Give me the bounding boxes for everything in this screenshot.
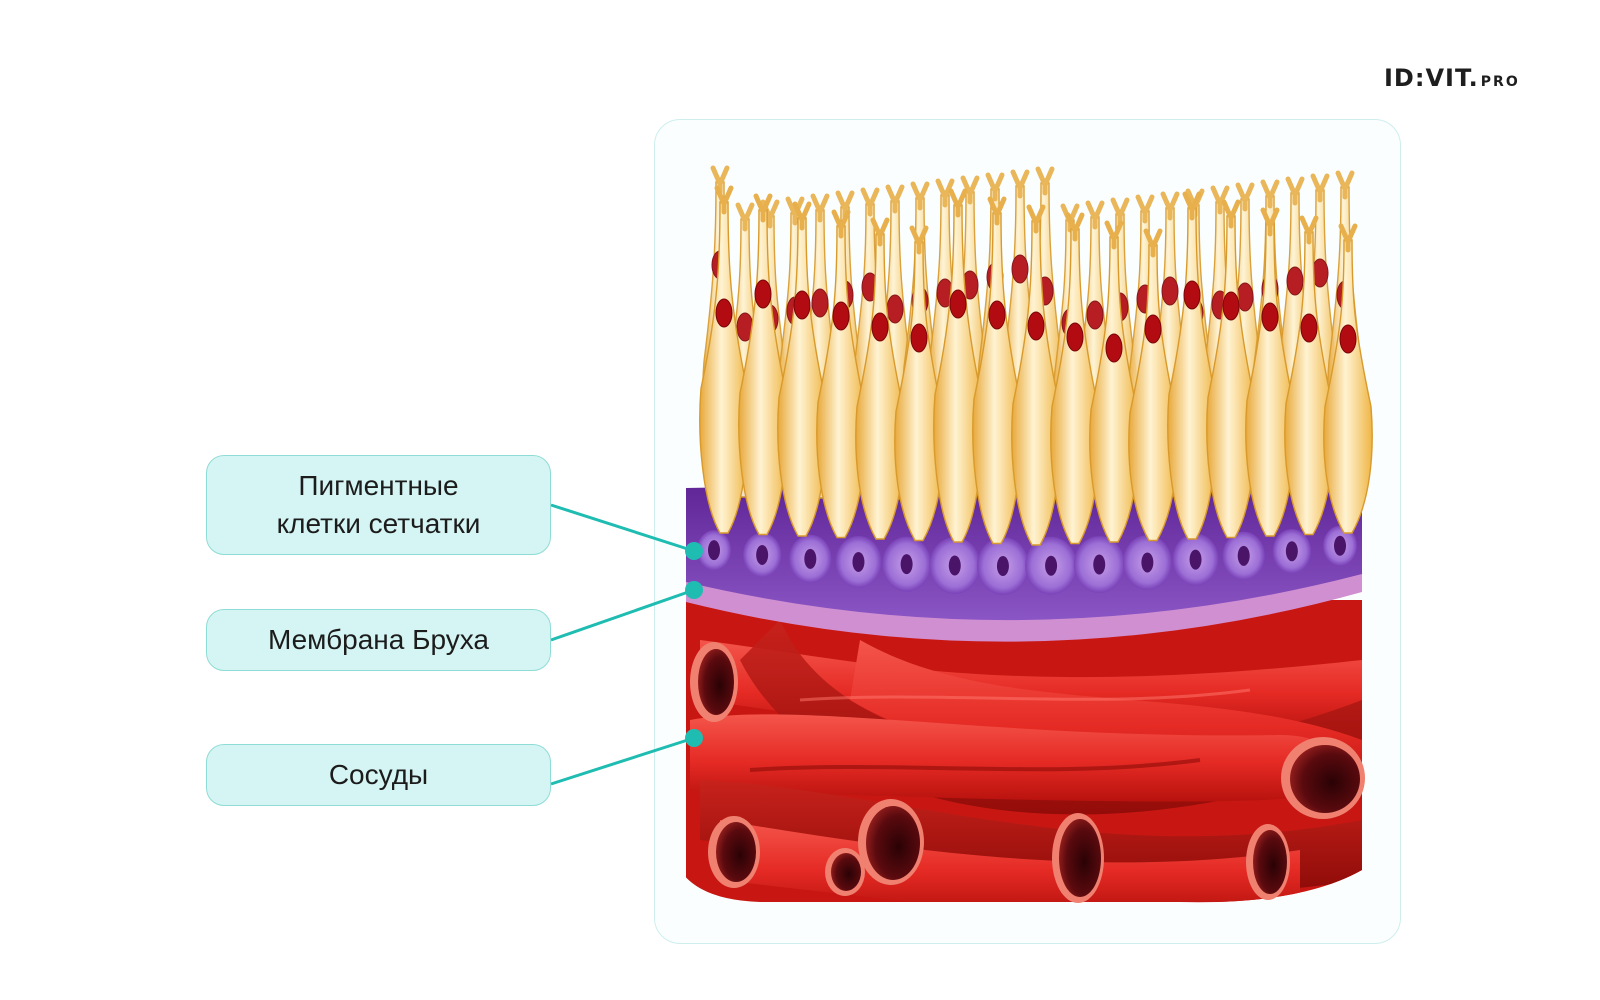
photoreceptor-cell <box>777 201 827 537</box>
photoreceptor-cell <box>855 217 905 540</box>
epithelial-cell <box>1073 536 1125 593</box>
photoreceptor-cell <box>1284 215 1334 536</box>
epithelial-cell <box>1222 531 1265 581</box>
photoreceptor-cell <box>699 185 749 534</box>
vessel-opening <box>825 848 865 896</box>
logo-main-text: ID:VIT. <box>1384 64 1479 92</box>
photoreceptor-cell <box>1245 207 1295 537</box>
epithelial-cell <box>1172 533 1219 586</box>
label-pigment-cells-text: Пигментные клетки сетчатки <box>276 470 481 539</box>
photoreceptor-cell <box>1089 220 1139 543</box>
logo-sub-text: PRO <box>1480 74 1520 90</box>
epithelial-cell <box>976 537 1029 595</box>
label-vessels: Сосуды <box>206 744 551 806</box>
epithelial-cell <box>882 536 932 592</box>
vessel-opening <box>858 799 924 885</box>
vessel-opening <box>690 642 738 722</box>
leader-line-bruch <box>550 588 695 642</box>
idvit-logo: ID:VIT.PRO <box>1384 64 1520 92</box>
epithelial-cell <box>1272 529 1312 574</box>
leader-lines <box>550 503 703 786</box>
leader-dot-pigment <box>685 542 703 560</box>
epithelial-cell <box>1323 525 1357 566</box>
leader-line-pigment <box>550 503 695 553</box>
vessel-opening <box>1246 824 1290 900</box>
photoreceptor-cell <box>1167 191 1217 540</box>
photoreceptor-cell <box>933 188 983 543</box>
epithelial-cell <box>697 530 731 571</box>
vessels-layer <box>686 600 1365 903</box>
photoreceptor-cell <box>1206 199 1256 539</box>
epithelial-cell <box>929 537 981 594</box>
epithelial-cell <box>743 532 782 578</box>
photoreceptor-cell <box>738 193 788 536</box>
photoreceptor-cell <box>816 209 866 539</box>
vessel-opening <box>1281 737 1365 819</box>
epithelial-cell <box>835 535 882 588</box>
epithelial-cell <box>1025 536 1078 595</box>
photoreceptor-cell <box>1128 228 1178 542</box>
photoreceptor-cell <box>1050 212 1100 545</box>
photoreceptor-cell <box>1323 223 1373 534</box>
vessel-tube <box>690 714 1343 802</box>
leader-line-vessels <box>550 736 695 786</box>
epithelial-cells <box>697 525 1357 595</box>
bruch-membrane <box>686 572 1362 642</box>
label-vessels-text: Сосуды <box>328 759 429 790</box>
vessel-opening <box>1052 813 1104 903</box>
label-pigment-cells: Пигментные клетки сетчатки <box>206 455 551 555</box>
leader-dot-bruch <box>685 581 703 599</box>
photoreceptor-cells <box>699 165 1373 546</box>
vessel-opening <box>708 816 760 888</box>
photoreceptor-cell <box>894 225 944 542</box>
photoreceptor-cell <box>1011 204 1061 546</box>
label-bruch-membrane-text: Мембрана Бруха <box>267 624 490 655</box>
epithelial-cell <box>789 534 832 584</box>
epithelial-cell <box>1122 535 1172 590</box>
label-bruch-membrane: Мембрана Бруха <box>206 609 551 671</box>
leader-dot-vessels <box>685 729 703 747</box>
photoreceptor-cell <box>972 196 1022 545</box>
